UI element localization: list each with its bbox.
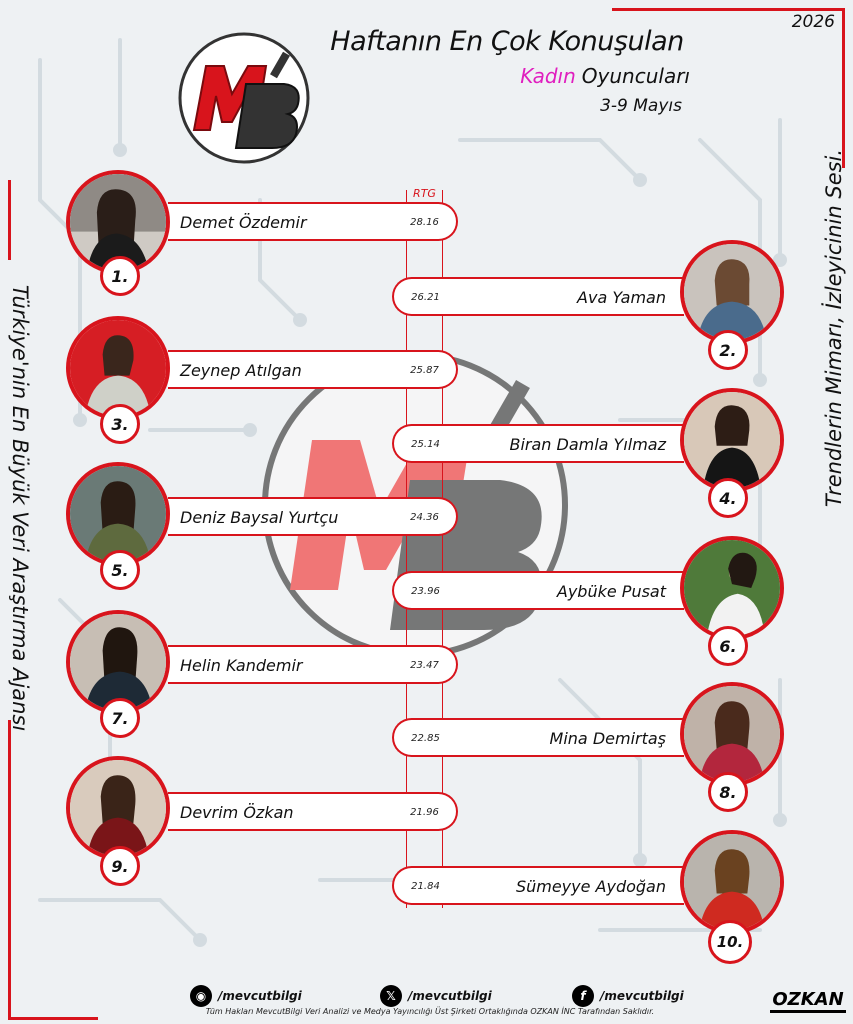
ranking-bar-1: Demet Özdemir 28.16: [168, 202, 458, 241]
ozkan-brand-logo: OZKAN: [770, 990, 846, 1013]
rank-badge-5: 5.: [100, 550, 140, 590]
rtg-column: [406, 190, 443, 908]
rtg-value: 21.96: [410, 807, 439, 818]
actress-name: Zeynep Atılgan: [180, 361, 302, 380]
ranking-bar-3: Zeynep Atılgan 25.87: [168, 350, 458, 389]
subtitle-highlight: Kadın: [520, 64, 576, 88]
ranking-bar-2: 26.21 Ava Yaman: [392, 277, 684, 316]
rtg-value: 26.21: [411, 292, 440, 303]
actress-photo-7: [66, 610, 170, 714]
ranking-bar-5: Deniz Baysal Yurtçu 24.36: [168, 497, 458, 536]
rank-badge-1: 1.: [100, 256, 140, 296]
rtg-value: 24.36: [410, 512, 439, 523]
ranking-bar-6: 23.96 Aybüke Pusat: [392, 571, 684, 610]
ranking-bar-10: 21.84 Sümeyye Aydoğan: [392, 866, 684, 905]
x-link[interactable]: 𝕏 /mevcutbilgi: [380, 985, 492, 1007]
facebook-handle: /mevcutbilgi: [600, 989, 684, 1003]
frame-line-right: [842, 8, 845, 168]
frame-line-left-top: [8, 180, 11, 260]
actress-photo-2: [680, 240, 784, 344]
rtg-value: 21.84: [411, 881, 440, 892]
instagram-handle: /mevcutbilgi: [218, 989, 302, 1003]
copyright-text: Tüm Hakları MevcutBilgi Veri Analizi ve …: [205, 1007, 655, 1016]
ranking-bar-4: 25.14 Biran Damla Yılmaz: [392, 424, 684, 463]
ranking-bar-9: Devrim Özkan 21.96: [168, 792, 458, 831]
actress-photo-1: [66, 170, 170, 274]
ranking-bar-8: 22.85 Mina Demirtaş: [392, 718, 684, 757]
actress-name: Biran Damla Yılmaz: [509, 435, 666, 454]
actress-name: Deniz Baysal Yurtçu: [180, 508, 339, 527]
actress-name: Mina Demirtaş: [549, 729, 666, 748]
mb-logo: [178, 32, 310, 164]
instagram-link[interactable]: ◉ /mevcutbilgi: [190, 985, 302, 1007]
rank-badge-8: 8.: [708, 772, 748, 812]
rank-badge-9: 9.: [100, 846, 140, 886]
facebook-link[interactable]: f /mevcutbilgi: [572, 985, 684, 1007]
actress-photo-8: [680, 682, 784, 786]
ranking-bar-7: Helin Kandemir 23.47: [168, 645, 458, 684]
actress-photo-5: [66, 462, 170, 566]
rank-badge-10: 10.: [708, 920, 752, 964]
rank-badge-6: 6.: [708, 626, 748, 666]
rank-badge-3: 3.: [100, 404, 140, 444]
x-handle: /mevcutbilgi: [408, 989, 492, 1003]
facebook-icon: f: [572, 985, 594, 1007]
rank-badge-2: 2.: [708, 330, 748, 370]
rtg-value: 23.47: [410, 660, 439, 671]
actress-name: Aybüke Pusat: [556, 582, 666, 601]
date-range: 3-9 Mayıs: [600, 96, 682, 116]
frame-line-left-bottom: [8, 720, 11, 1020]
year-label: 2026: [791, 12, 835, 32]
actress-name: Sümeyye Aydoğan: [515, 877, 666, 896]
frame-line-top-right: [612, 8, 845, 11]
instagram-icon: ◉: [190, 985, 212, 1007]
subtitle-rest: Oyuncuları: [581, 64, 690, 88]
rank-badge-7: 7.: [100, 698, 140, 738]
rank-badge-4: 4.: [708, 478, 748, 518]
rtg-value: 25.87: [410, 365, 439, 376]
page-title: Haftanın En Çok Konuşulan: [330, 26, 684, 57]
actress-photo-6: [680, 536, 784, 640]
actress-photo-4: [680, 388, 784, 492]
actress-photo-10: [680, 830, 784, 934]
actress-photo-9: [66, 756, 170, 860]
frame-line-bottom: [8, 1017, 98, 1020]
actress-name: Demet Özdemir: [180, 213, 307, 232]
actress-name: Devrim Özkan: [180, 803, 294, 822]
rtg-value: 23.96: [411, 586, 440, 597]
rtg-value: 22.85: [411, 733, 440, 744]
x-icon: 𝕏: [380, 985, 402, 1007]
actress-name: Ava Yaman: [577, 288, 666, 307]
actress-name: Helin Kandemir: [180, 656, 303, 675]
rtg-column-label: RTG: [413, 187, 436, 200]
rtg-value: 25.14: [411, 439, 440, 450]
rtg-value: 28.16: [410, 217, 439, 228]
